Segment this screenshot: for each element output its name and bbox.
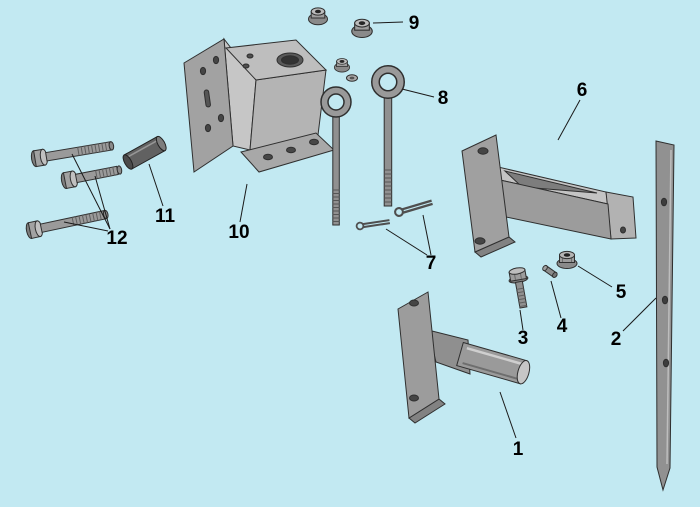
- part-8-eye-bolts: [320, 65, 405, 226]
- flange-nut: [308, 7, 328, 26]
- part-11-clevis-pin: [122, 135, 167, 170]
- leader-line-7b: [422, 214, 432, 256]
- part-label-10: 10: [228, 222, 249, 243]
- part-label-12: 12: [106, 228, 127, 249]
- part-label-7: 7: [426, 253, 437, 274]
- leader-line-1: [499, 391, 517, 439]
- part-label-3: 3: [518, 328, 529, 349]
- part-2-flat-anchor-strap: [655, 140, 675, 492]
- leader-lines: [63, 21, 657, 439]
- flange-nut: [351, 18, 373, 39]
- leader-line-8: [401, 88, 435, 98]
- part-6-upper-mount-bracket: [461, 134, 637, 258]
- part-3-hex-flange-bolt: [508, 267, 529, 309]
- leader-line-12a: [71, 153, 111, 230]
- part-4-small-roll-pin: [542, 264, 558, 278]
- part-label-1: 1: [513, 439, 524, 460]
- part-label-8: 8: [438, 88, 449, 109]
- part-label-6: 6: [577, 80, 588, 101]
- part-label-11: 11: [155, 206, 176, 227]
- part-1-lower-bracket-with-pin: [397, 291, 531, 424]
- leader-line-6: [557, 99, 581, 141]
- part-label-2: 2: [611, 329, 622, 350]
- washer: [346, 74, 358, 82]
- leader-line-7a: [385, 228, 428, 256]
- leader-line-4: [550, 280, 562, 319]
- part-label-9: 9: [409, 13, 420, 34]
- eye-bolt-left: [320, 86, 352, 226]
- leader-line-11: [148, 163, 164, 207]
- leader-line-12b: [94, 175, 111, 230]
- leader-line-3: [519, 309, 524, 331]
- part-5-flange-nut: [556, 250, 578, 269]
- leader-line-12c: [63, 221, 109, 232]
- eye-bolt-right: [371, 65, 405, 207]
- leader-line-9: [372, 21, 404, 24]
- small-nut: [333, 58, 351, 73]
- part-label-4: 4: [557, 316, 568, 337]
- part-10-saddle-bracket: [183, 37, 335, 173]
- leader-line-2: [622, 297, 657, 332]
- leader-line-5: [577, 265, 613, 288]
- part-label-5: 5: [616, 282, 627, 303]
- leader-line-10: [239, 183, 248, 223]
